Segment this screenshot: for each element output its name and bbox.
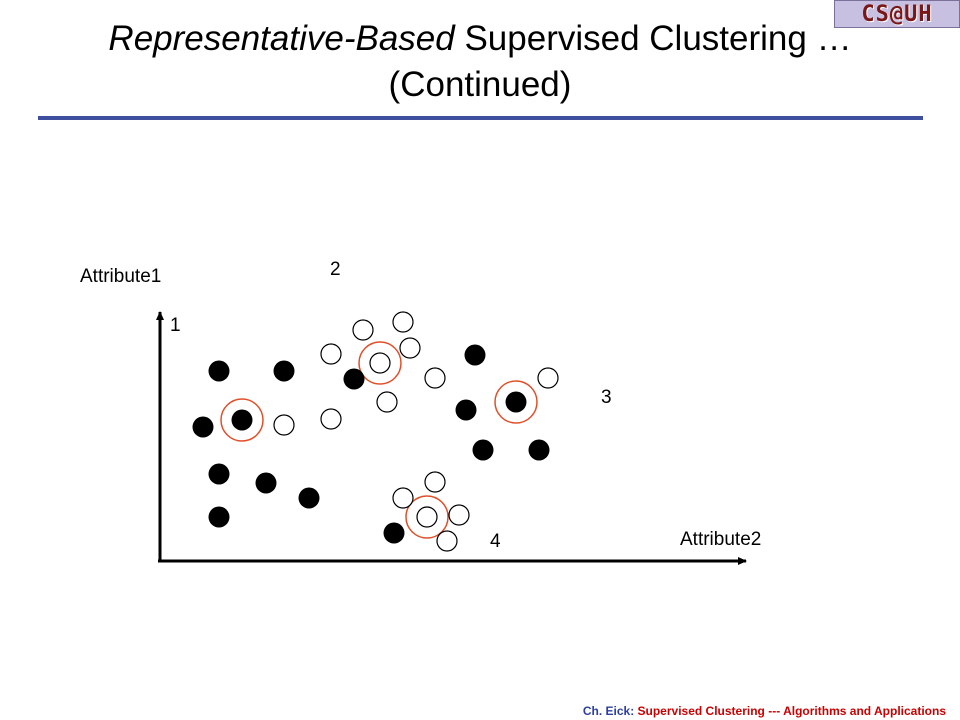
filled-point [192,416,214,438]
filled-point [208,360,230,382]
filled-point [208,463,230,485]
representative-ring [358,341,402,385]
representative-ring [220,398,264,442]
title-italic: Representative-Based [108,19,455,58]
cluster-label-2: 2 [330,259,341,280]
cluster-label-3: 3 [601,387,612,408]
representative-ring [405,495,449,539]
slide-title: Representative-Based Supervised Clusteri… [40,16,920,108]
hollow-point [416,506,438,528]
footer-topic: Supervised Clustering --- Algorithms and… [634,704,946,718]
cluster-label-4: 4 [490,531,501,552]
footer-separator: : [630,704,635,718]
hollow-point [392,487,414,509]
x-axis-label: Attribute2 [680,529,762,550]
hollow-point [376,391,398,413]
filled-point [231,409,253,431]
filled-point [273,360,295,382]
title-rest: Supervised Clustering … [454,19,852,58]
footer-author: Ch. Eick [582,704,631,718]
filled-point [464,344,486,366]
filled-point [528,439,550,461]
filled-point [208,506,230,528]
hollow-point [399,337,421,359]
filled-points [192,344,550,544]
hollow-point [273,414,295,436]
representative-ring [494,380,538,424]
hollow-points [273,311,559,552]
representative-rings [220,341,538,539]
filled-point [505,391,527,413]
hollow-point [424,471,446,493]
hollow-point [424,367,446,389]
hollow-point [320,408,342,430]
title-line2: (Continued) [388,65,572,104]
filled-point [455,399,477,421]
title-divider [38,116,923,120]
filled-point [472,439,494,461]
hollow-point [448,504,470,526]
slide-footer: Ch. Eick: Supervised Clustering --- Algo… [583,704,946,718]
filled-point [298,487,320,509]
hollow-point [392,311,414,333]
filled-point [383,522,405,544]
hollow-point [436,530,458,552]
filled-point [255,472,277,494]
cluster-label-1: 1 [170,315,181,336]
hollow-point [369,352,391,374]
filled-point [343,368,365,390]
y-axis-label: Attribute1 [80,266,162,287]
hollow-point [352,319,374,341]
hollow-point [320,343,342,365]
hollow-point [537,367,559,389]
